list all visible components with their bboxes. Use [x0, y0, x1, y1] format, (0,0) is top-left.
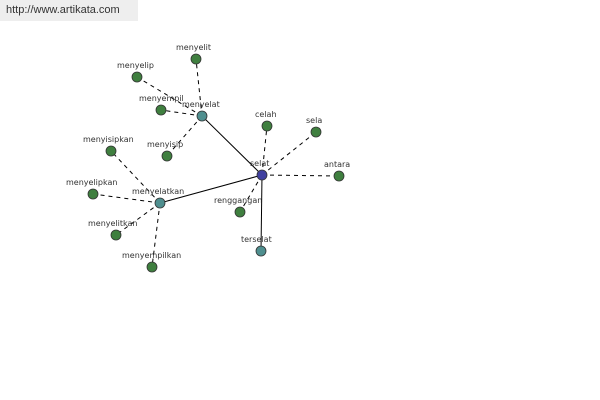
- edge-selat-sela: [261, 131, 317, 176]
- node-label-menyelat: menyelat: [182, 100, 220, 109]
- node-marker-menyempil[interactable]: [155, 104, 167, 116]
- node-sela[interactable]: sela: [306, 116, 322, 138]
- node-menyempilkan[interactable]: menyempilkan: [122, 251, 181, 273]
- node-celah[interactable]: celah: [255, 110, 277, 132]
- node-menyelat[interactable]: menyelat: [182, 100, 220, 122]
- edge-selat-menyelat: [201, 115, 263, 176]
- node-marker-menyelitkan[interactable]: [110, 229, 122, 241]
- node-marker-menyelipkan[interactable]: [87, 188, 99, 200]
- edge-selat-terselat: [260, 174, 263, 252]
- node-terselat[interactable]: terselat: [241, 235, 272, 257]
- node-antara[interactable]: antara: [324, 160, 350, 182]
- edge-menyelatkan-menyelitkan: [115, 202, 161, 236]
- node-marker-celah[interactable]: [261, 120, 273, 132]
- node-menyisipkan[interactable]: menyisipkan: [83, 135, 134, 157]
- node-label-antara: antara: [324, 160, 350, 169]
- node-label-menyisipkan: menyisipkan: [83, 135, 134, 144]
- edge-menyelat-menyelit: [195, 58, 203, 117]
- edge-selat-menyelatkan: [159, 174, 263, 204]
- node-menyelatkan[interactable]: menyelatkan: [132, 187, 184, 209]
- watermark-url: http://www.artikata.com: [0, 0, 138, 21]
- edge-menyelatkan-menyempilkan: [151, 202, 161, 268]
- node-label-menyelatkan: menyelatkan: [132, 187, 184, 196]
- edges-layer: [92, 58, 340, 268]
- node-marker-sela[interactable]: [310, 126, 322, 138]
- node-label-selat: selat: [250, 159, 269, 168]
- edge-menyelatkan-menyelipkan: [92, 193, 161, 204]
- node-marker-renggangan[interactable]: [234, 206, 246, 218]
- node-renggangan[interactable]: renggangan: [214, 196, 262, 218]
- nodes-layer: selat menyelat menyelatkan terselat celah sel…: [66, 43, 350, 273]
- node-menyempil[interactable]: menyempil: [139, 94, 184, 116]
- node-label-celah: celah: [255, 110, 277, 119]
- edge-menyelat-menyempil: [160, 109, 203, 117]
- node-label-menyisip: menyisip: [147, 140, 183, 149]
- node-label-menyelipkan: menyelipkan: [66, 178, 117, 187]
- edge-menyelatkan-menyisipkan: [110, 150, 161, 204]
- node-label-sela: sela: [306, 116, 322, 125]
- edge-selat-celah: [261, 125, 268, 176]
- node-menyelipkan[interactable]: menyelipkan: [66, 178, 117, 200]
- node-selat[interactable]: selat: [250, 159, 269, 181]
- node-menyisip[interactable]: menyisip: [147, 140, 183, 162]
- node-menyelit[interactable]: menyelit: [176, 43, 211, 65]
- node-label-menyelip: menyelip: [117, 61, 154, 70]
- node-marker-menyelip[interactable]: [131, 71, 143, 83]
- node-label-menyelit: menyelit: [176, 43, 211, 52]
- node-marker-selat[interactable]: [256, 169, 268, 181]
- node-label-menyempilkan: menyempilkan: [122, 251, 181, 260]
- node-marker-antara[interactable]: [333, 170, 345, 182]
- node-marker-menyelat[interactable]: [196, 110, 208, 122]
- node-marker-menyelit[interactable]: [190, 53, 202, 65]
- node-label-menyempil: menyempil: [139, 94, 184, 103]
- node-label-menyelitkan: menyelitkan: [88, 219, 138, 228]
- node-label-renggangan: renggangan: [214, 196, 262, 205]
- node-marker-menyempilkan[interactable]: [146, 261, 158, 273]
- edge-selat-antara: [261, 174, 340, 177]
- node-marker-menyisip[interactable]: [161, 150, 173, 162]
- node-marker-terselat[interactable]: [255, 245, 267, 257]
- node-marker-menyelatkan[interactable]: [154, 197, 166, 209]
- edge-menyelat-menyisip: [166, 115, 203, 157]
- node-label-terselat: terselat: [241, 235, 272, 244]
- node-marker-menyisipkan[interactable]: [105, 145, 117, 157]
- edge-selat-renggangan: [239, 174, 263, 213]
- node-menyelitkan[interactable]: menyelitkan: [88, 219, 138, 241]
- node-menyelip[interactable]: menyelip: [117, 61, 154, 83]
